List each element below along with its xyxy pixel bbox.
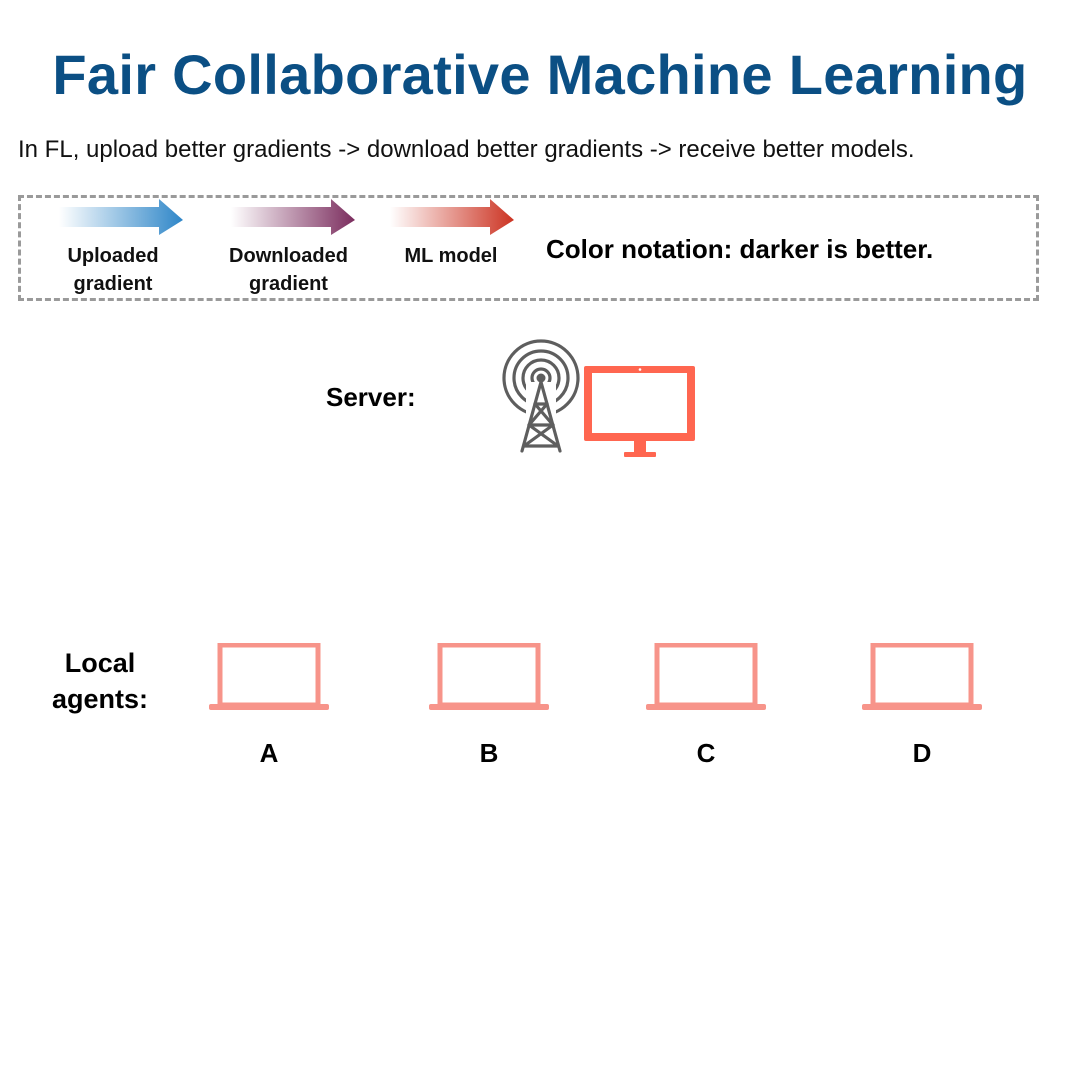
server-label: Server: bbox=[326, 382, 416, 412]
downloaded-gradient-arrow-icon bbox=[230, 199, 355, 235]
laptop-icon bbox=[429, 643, 549, 710]
agent-letter: C bbox=[696, 738, 716, 768]
legend-label-uploaded-line2: gradient bbox=[73, 273, 153, 295]
legend-box: Uploaded gradient Downloaded gradient bbox=[18, 195, 1039, 301]
uploaded-gradient-arrow-icon bbox=[59, 199, 183, 235]
local-agents-label-line2: agents: bbox=[51, 684, 149, 714]
local-agents-label-line1: Local bbox=[64, 648, 136, 678]
agent-c: C bbox=[646, 643, 766, 769]
desktop-monitor-icon bbox=[584, 366, 695, 457]
diagram-subtitle: In FL, upload better gradients -> downlo… bbox=[18, 136, 915, 163]
legend-label-downloaded-line1: Downloaded bbox=[229, 245, 348, 267]
laptop-icon bbox=[862, 643, 982, 710]
ml-model-arrow-icon bbox=[390, 199, 514, 235]
legend-item-ml-model: ML model bbox=[386, 198, 516, 270]
agent-letter: B bbox=[479, 738, 499, 768]
agent-b: B bbox=[429, 643, 549, 769]
agent-a: A bbox=[209, 643, 329, 769]
diagram-title: Fair Collaborative Machine Learning bbox=[52, 43, 1028, 106]
legend-label-ml-model: ML model bbox=[404, 245, 498, 267]
legend-label-downloaded-line2: gradient bbox=[249, 273, 328, 295]
agent-letter: A bbox=[259, 738, 279, 768]
radio-tower-icon bbox=[502, 339, 580, 454]
local-agents-label: Local agents: bbox=[40, 645, 160, 717]
agent-letter: D bbox=[912, 738, 932, 768]
laptop-icon bbox=[646, 643, 766, 710]
agent-d: D bbox=[862, 643, 982, 769]
legend-item-uploaded-gradient: Uploaded gradient bbox=[53, 198, 183, 298]
legend-label-uploaded-line1: Uploaded bbox=[67, 245, 159, 267]
legend-note: Color notation: darker is better. bbox=[546, 234, 934, 264]
laptop-icon bbox=[209, 643, 329, 710]
legend-item-downloaded-gradient: Downloaded gradient bbox=[216, 198, 361, 298]
